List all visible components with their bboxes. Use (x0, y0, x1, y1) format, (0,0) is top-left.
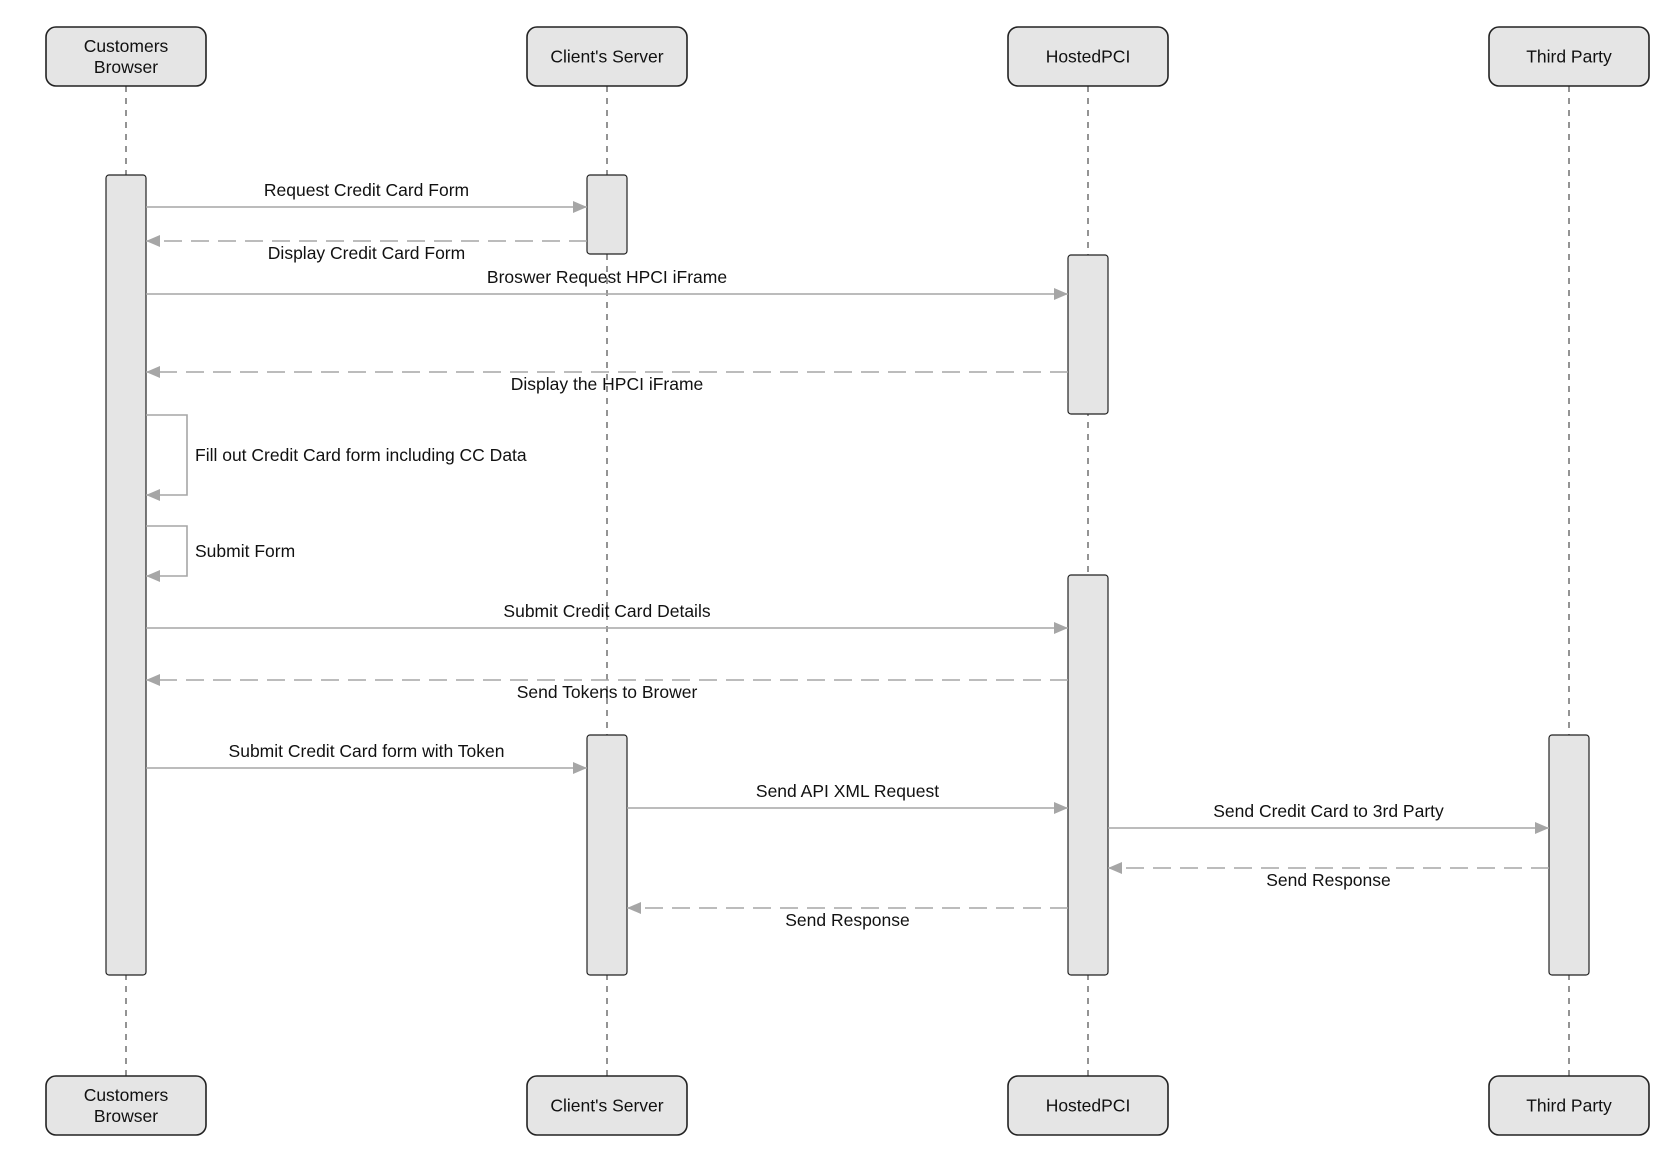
participant-label: Third Party (1526, 1096, 1612, 1116)
participant-label: Browser (94, 1106, 158, 1126)
participant-box (1007, 1075, 1169, 1136)
message-label: Send API XML Request (756, 781, 939, 801)
message-submit-credit-card-form-with-token-8: Submit Credit Card form with Token (146, 741, 587, 774)
message-label: Display the HPCI iFrame (511, 374, 704, 394)
message-submit-form-5: Submit Form (146, 525, 295, 582)
self-call-arrow (146, 525, 188, 582)
participant-server-top: Client's Server (526, 26, 688, 87)
activation-bar-server (586, 174, 628, 255)
message-send-api-xml-request-9: Send API XML Request (627, 781, 1068, 814)
participant-box (1007, 26, 1169, 87)
participant-third-top: Third Party (1488, 26, 1650, 87)
message-request-credit-card-form-0: Request Credit Card Form (146, 180, 587, 213)
participant-box (1488, 1075, 1650, 1136)
message-label: Display Credit Card Form (268, 243, 465, 263)
participant-label: Customers (84, 36, 169, 56)
message-label: Submit Credit Card form with Token (229, 741, 505, 761)
message-label: Request Credit Card Form (264, 180, 469, 200)
message-label: Submit Credit Card Details (503, 601, 710, 621)
message-label: Send Response (785, 910, 910, 930)
message-label: Send Response (1266, 870, 1391, 890)
participant-label: Third Party (1526, 47, 1612, 67)
activation-bar-third (1548, 734, 1590, 976)
message-send-credit-card-to-3rd-party-10: Send Credit Card to 3rd Party (1108, 801, 1549, 834)
participant-label: HostedPCI (1046, 47, 1131, 67)
activation-bar-hpci (1067, 574, 1109, 976)
participant-server-bottom: Client's Server (526, 1075, 688, 1136)
participant-box (1488, 26, 1650, 87)
participant-hpci-bottom: HostedPCI (1007, 1075, 1169, 1136)
message-label: Send Tokens to Brower (517, 682, 698, 702)
participant-label: Client's Server (550, 1096, 663, 1116)
activation-bars (105, 174, 1590, 976)
participant-box (526, 26, 688, 87)
activation-bar-browser (105, 174, 147, 976)
participant-label: Client's Server (550, 47, 663, 67)
participant-box (45, 26, 207, 87)
participant-box (526, 1075, 688, 1136)
message-display-credit-card-form-1: Display Credit Card Form (146, 235, 587, 263)
message-broswer-request-hpci-iframe-2: Broswer Request HPCI iFrame (146, 267, 1068, 300)
message-send-response-12: Send Response (627, 902, 1068, 930)
message-send-tokens-to-brower-7: Send Tokens to Brower (146, 674, 1068, 702)
message-display-the-hpci-iframe-3: Display the HPCI iFrame (146, 366, 1068, 394)
message-label: Send Credit Card to 3rd Party (1213, 801, 1444, 821)
message-send-response-11: Send Response (1108, 862, 1549, 890)
message-label: Broswer Request HPCI iFrame (487, 267, 727, 287)
participant-label: Browser (94, 57, 158, 77)
message-label: Submit Form (195, 541, 295, 561)
message-label: Fill out Credit Card form including CC D… (195, 445, 527, 465)
message-submit-credit-card-details-6: Submit Credit Card Details (146, 601, 1068, 634)
activation-bar-hpci (1067, 254, 1109, 415)
participant-label: Customers (84, 1085, 169, 1105)
participant-third-bottom: Third Party (1488, 1075, 1650, 1136)
participant-box (45, 1075, 207, 1136)
message-fill-out-credit-card-form-including-cc-data-4: Fill out Credit Card form including CC D… (146, 414, 527, 501)
participant-label: HostedPCI (1046, 1096, 1131, 1116)
self-call-arrow (146, 414, 188, 501)
activation-bar-server (586, 734, 628, 976)
participant-hpci-top: HostedPCI (1007, 26, 1169, 87)
